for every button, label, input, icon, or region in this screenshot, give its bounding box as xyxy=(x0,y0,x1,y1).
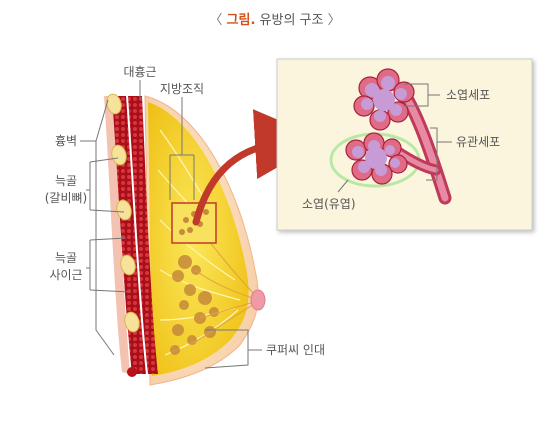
label-chest-wall: 흉벽 xyxy=(55,134,77,148)
ribs xyxy=(106,93,140,333)
label-lobule-cells: 소엽세포 xyxy=(446,88,490,102)
highlight-box xyxy=(171,202,217,244)
label-pectoral-muscle: 대흉근 xyxy=(123,65,156,79)
leader-ribs xyxy=(86,157,125,213)
intercostal-muscle xyxy=(112,96,146,374)
label-fat-tissue: 지방조직 xyxy=(160,82,204,96)
label-ribs-1: 늑골 xyxy=(55,174,77,188)
leader-duct-cells xyxy=(426,127,452,181)
label-lobule: 소엽(유엽) xyxy=(302,197,356,211)
label-ribs-2: (갈비뼈) xyxy=(45,191,87,205)
upper-lobule xyxy=(353,68,415,131)
pectoral-muscle xyxy=(128,96,158,374)
leader-cooper xyxy=(204,329,262,369)
leader-fat xyxy=(169,97,195,200)
title-text: 유방의 구조 xyxy=(260,13,324,28)
leader-chest-wall xyxy=(80,99,115,356)
breast-cross-section xyxy=(104,93,266,386)
label-duct-cells: 유관세포 xyxy=(456,135,500,149)
nipple xyxy=(250,289,266,311)
leader-lobule xyxy=(337,179,349,193)
label-intercostal-2: 사이근 xyxy=(49,268,82,282)
title-close-bracket: 〉 xyxy=(328,13,341,28)
leader-intercostal xyxy=(86,237,131,293)
figure-title: 〈 그림. 유방의 구조 〉 xyxy=(209,13,340,28)
glandular-lobules xyxy=(170,255,219,355)
muscle-end xyxy=(127,367,137,377)
zoom-arrow xyxy=(192,109,325,226)
leader-lobule-cells xyxy=(404,83,440,107)
chest-wall xyxy=(104,96,130,374)
title-highlight: 그림. xyxy=(227,13,256,28)
label-intercostal-1: 늑골 xyxy=(55,251,77,265)
inset-panel: 소엽세포 유관세포 소엽(유엽) xyxy=(276,58,533,231)
lower-lobule xyxy=(345,132,408,185)
label-cooper-ligament: 쿠퍼씨 인대 xyxy=(266,343,325,357)
title-open-bracket: 〈 xyxy=(209,13,222,28)
